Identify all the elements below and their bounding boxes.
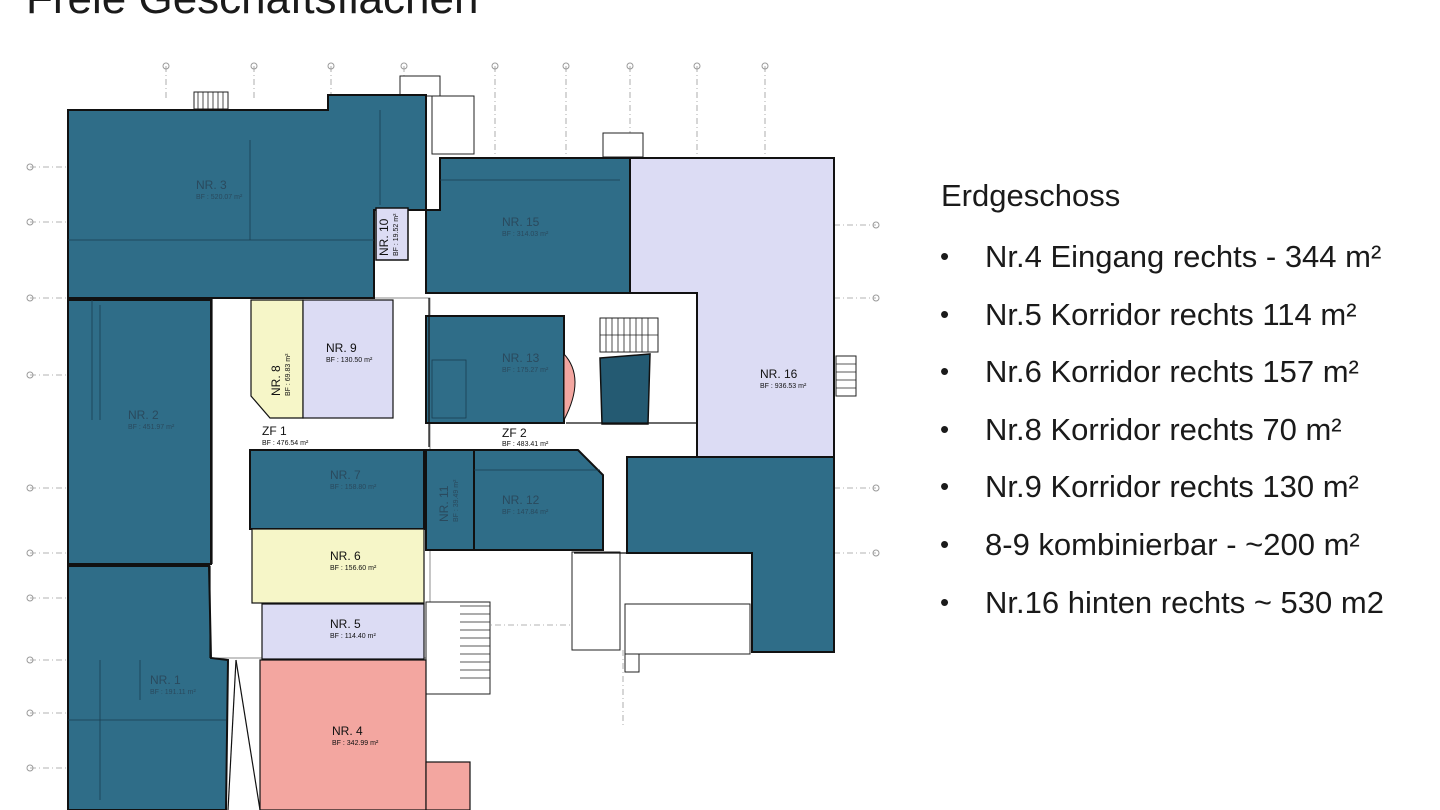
- room-nr5[interactable]: [261, 603, 425, 660]
- legend-list: • Nr.4 Eingang rechts - 344 m² • Nr.5 Korr…: [940, 228, 1430, 631]
- room-nr4-annex: [425, 761, 471, 810]
- room-label-nr1: NR. 1: [150, 673, 181, 687]
- room-area-nr16: BF : 936.53 m²: [760, 383, 807, 390]
- room-area-nr6: BF : 156.60 m²: [330, 565, 377, 572]
- legend-item: • Nr.8 Korridor rechts 70 m²: [940, 401, 1430, 459]
- legend-heading: Erdgeschoss: [941, 178, 1121, 213]
- legend-item-text: Nr.6 Korridor rechts 157 m²: [985, 354, 1359, 390]
- room-area-nr10: BF : 19.52 m²: [393, 213, 400, 256]
- room-label-nr12: NR. 12: [502, 493, 540, 507]
- room-label-nr6: NR. 6: [330, 549, 361, 563]
- room-label-nr15: NR. 15: [502, 215, 540, 229]
- stair-treads: [197, 92, 856, 679]
- legend-item: • Nr.5 Korridor rechts 114 m²: [940, 286, 1430, 344]
- room-area-nr4: BF : 342.99 m²: [332, 740, 379, 747]
- legend-item-text: 8-9 kombinierbar - ~200 m²: [985, 526, 1360, 562]
- interior-details: [68, 110, 620, 800]
- room-label-nr3: NR. 3: [196, 178, 227, 192]
- room-label-nr16: NR. 16: [760, 367, 798, 381]
- room-area-nr9: BF : 130.50 m²: [326, 357, 373, 364]
- legend-item-text: Nr.5 Korridor rechts 114 m²: [985, 296, 1357, 332]
- legend-item: • Nr.6 Korridor rechts 157 m²: [940, 343, 1430, 401]
- white-wall-details: [209, 298, 697, 810]
- room-label-nr4: NR. 4: [332, 724, 363, 738]
- room-label-nr5: NR. 5: [330, 617, 361, 631]
- room-label-nr10: NR. 10: [377, 218, 391, 256]
- legend-item-text: Nr.8 Korridor rechts 70 m²: [985, 411, 1342, 447]
- grid-markers: [26, 62, 880, 772]
- legend-item: • Nr.16 hinten rechts ~ 530 m2: [940, 574, 1430, 632]
- room-area-zf1: BF : 476.54 m²: [262, 440, 309, 447]
- room-area-nr5: BF : 114.40 m²: [330, 633, 376, 640]
- room-nr16[interactable]: [629, 157, 835, 458]
- room-area-nr11: BF : 39.49 m²: [453, 479, 460, 522]
- room-nr11[interactable]: [425, 449, 475, 551]
- bullet-icon: •: [940, 528, 950, 559]
- room-nr12[interactable]: [473, 449, 604, 551]
- legend-item-text: Nr.16 hinten rechts ~ 530 m2: [985, 584, 1384, 620]
- room-label-nr13: NR. 13: [502, 351, 540, 365]
- room-area-nr2: BF : 451.97 m²: [128, 424, 175, 431]
- room-label-nr9: NR. 9: [326, 341, 357, 355]
- legend-item: • Nr.4 Eingang rechts - 344 m²: [940, 228, 1430, 286]
- room-nr2[interactable]: [67, 299, 212, 565]
- room-label-zf2: ZF 2: [502, 426, 527, 440]
- room-nr10[interactable]: [375, 207, 409, 261]
- room-nr6[interactable]: [251, 528, 425, 604]
- room-area-nr8: BF : 69.83 m²: [285, 353, 292, 396]
- bullet-icon: •: [940, 356, 950, 387]
- room-nr9[interactable]: [302, 299, 394, 419]
- room-area-nr13: BF : 175.27 m²: [502, 367, 549, 374]
- room-area-nr15: BF : 314.03 m²: [502, 231, 549, 238]
- room-label-nr11: NR. 11: [437, 485, 451, 522]
- legend-panel: Erdgeschoss • Nr.4 Eingang rechts - 344 m…: [940, 178, 1430, 631]
- floor-plan: NR. 3 BF : 520.07 m² NR. 10 BF : 19.52 m…: [26, 62, 880, 810]
- legend-item: • Nr.9 Korridor rechts 130 m²: [940, 458, 1430, 516]
- shaft-block: [599, 353, 651, 425]
- room-area-zf2: BF : 483.41 m²: [502, 441, 549, 448]
- room-nr13-apse: [563, 352, 576, 421]
- room-nr7[interactable]: [249, 449, 425, 530]
- slide-title: Freie Geschäftsflächen: [26, 0, 478, 24]
- bullet-icon: •: [940, 298, 950, 329]
- bullet-icon: •: [940, 586, 950, 617]
- room-label-nr8: NR. 8: [269, 365, 283, 396]
- room-area-nr7: BF : 158.80 m²: [330, 484, 377, 491]
- bullet-icon: •: [940, 471, 950, 502]
- room-area-nr3: BF : 520.07 m²: [196, 194, 243, 201]
- bullet-icon: •: [940, 241, 950, 271]
- room-label-zf1: ZF 1: [262, 424, 287, 438]
- room-nr1[interactable]: [67, 565, 230, 810]
- room-nr3[interactable]: [67, 94, 427, 299]
- legend-item: • 8-9 kombinierbar - ~200 m²: [940, 516, 1430, 574]
- room-nr4[interactable]: [259, 659, 427, 810]
- room-nr13[interactable]: [425, 315, 565, 424]
- room-label-nr7: NR. 7: [330, 468, 361, 482]
- legend-item-text: Nr.4 Eingang rechts - 344 m²: [985, 239, 1382, 274]
- room-area-nr12: BF : 147.84 m²: [502, 509, 549, 516]
- bullet-icon: •: [940, 413, 950, 444]
- room-label-nr2: NR. 2: [128, 408, 159, 422]
- legend-item-text: Nr.9 Korridor rechts 130 m²: [985, 469, 1359, 505]
- room-area-nr1: BF : 191.11 m²: [150, 689, 196, 696]
- room-nr8[interactable]: [250, 299, 304, 419]
